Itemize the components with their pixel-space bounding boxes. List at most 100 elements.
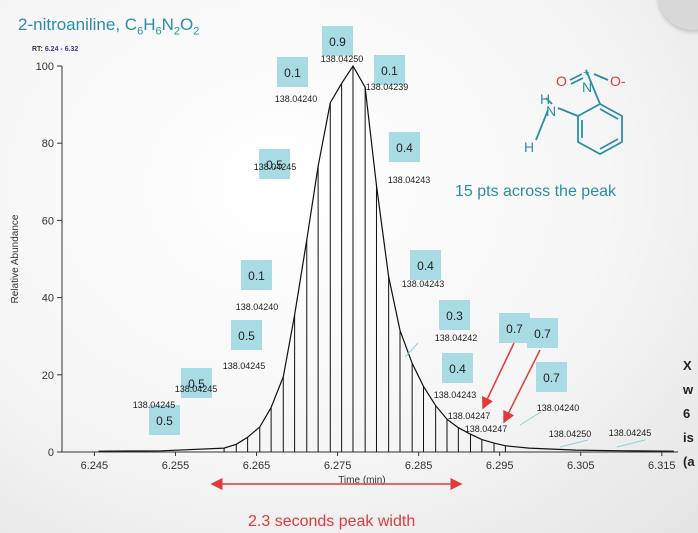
side-line: X — [683, 358, 692, 373]
ppm-box — [259, 149, 290, 179]
title-sub-2: 6 — [155, 25, 162, 38]
leader-line — [559, 439, 589, 448]
y-tick-label: 40 — [42, 293, 54, 305]
leader-line — [519, 411, 542, 426]
ppm-box — [149, 405, 180, 435]
scan-lines — [223, 66, 506, 452]
ppm-value: 0.1 — [381, 64, 398, 78]
mz-label: 138.04245 — [254, 162, 297, 172]
mz-label: 138.04240 — [537, 403, 580, 413]
x-tick-label: 6.255 — [162, 460, 190, 472]
ppm-value: 0.5 — [156, 414, 173, 428]
peak-width-note: 2.3 seconds peak width — [248, 513, 416, 530]
ppm-value: 0.4 — [449, 362, 466, 376]
title-sub-4: 2 — [193, 25, 200, 38]
ppm-box — [389, 132, 420, 162]
ppm-value: 0.4 — [396, 141, 413, 155]
ppm-value: 0.5 — [238, 329, 255, 343]
title-sub-3: 2 — [173, 25, 180, 38]
side-line: w — [683, 382, 694, 397]
ppm-box — [241, 260, 272, 290]
arrow-to-peak-1 — [482, 342, 515, 410]
points-note: 15 pts across the peak — [455, 183, 616, 200]
charge-plus: + — [583, 67, 589, 79]
mz-label: 138.04247 — [465, 424, 508, 434]
rt-value: 6.24 - 6.32 — [44, 46, 79, 53]
x-tick-label: 6.265 — [243, 460, 271, 472]
mz-label: 138.04239 — [366, 82, 409, 92]
bond-amine — [557, 107, 579, 117]
mz-label: 138.04245 — [175, 384, 218, 394]
mz-label: 138.04243 — [388, 175, 431, 185]
mz-label: 138.04240 — [236, 302, 279, 312]
side-line: 6 — [683, 406, 691, 421]
y-tick-label: 80 — [42, 138, 54, 150]
title-o: O — [180, 15, 194, 34]
ppm-box — [322, 26, 353, 56]
y-axis-label: Relative Abundance — [10, 214, 21, 303]
y-tick-label: 0 — [48, 447, 54, 459]
x-tick-label: 6.285 — [405, 460, 433, 472]
atom-n-nitro: N — [582, 79, 592, 95]
rt-range: RT: 6.24 - 6.32 — [32, 46, 78, 53]
arrow-to-peak-2 — [503, 349, 541, 424]
ppm-box — [374, 55, 405, 85]
x-tick-label: 6.295 — [486, 460, 514, 472]
ppm-value: 0.3 — [446, 309, 463, 323]
x-tick-label: 6.245 — [81, 460, 109, 472]
ppm-value: 0.5 — [266, 158, 283, 172]
ppm-box — [231, 320, 262, 350]
annotation-leaders — [404, 342, 646, 448]
ppm-box — [181, 368, 212, 398]
side-line: is — [683, 430, 694, 445]
ppm-box — [527, 318, 558, 348]
y-tick-label: 100 — [36, 61, 54, 73]
x-tick-label: 6.305 — [567, 460, 595, 472]
ppm-box — [439, 300, 470, 330]
title-h: H — [143, 15, 156, 34]
title-prefix: 2-nitroaniline, C — [18, 15, 138, 34]
mz-label: 138.04245 — [609, 428, 652, 438]
ppm-value: 0.7 — [506, 322, 523, 336]
leader-line — [404, 342, 419, 358]
x-tick-label: 6.315 — [648, 460, 676, 472]
mz-label: 138.04245 — [133, 400, 176, 410]
ppm-value: 0.4 — [417, 259, 434, 273]
title-sub-1: 6 — [137, 25, 144, 38]
ppm-value: 0.1 — [248, 269, 265, 283]
molecule-structure: O O- N + H N H — [524, 67, 626, 156]
arrows — [210, 342, 541, 490]
atom-n-amine: N — [546, 103, 556, 119]
ppm-box — [277, 57, 308, 87]
chromatogram-trace — [98, 64, 674, 452]
mz-label: 138.04245 — [223, 361, 266, 371]
mz-label: 138.04242 — [435, 333, 478, 343]
mz-label: 138.04243 — [402, 279, 445, 289]
ppm-box — [499, 313, 530, 343]
mz-label: 138.04247 — [448, 411, 491, 421]
atom-o-left: O — [556, 73, 567, 89]
atom-h-top: H — [540, 91, 550, 107]
ppm-value: 0.9 — [329, 35, 346, 49]
mz-label: 138.04240 — [275, 94, 318, 104]
annotations: 0.9138.042500.1138.042400.1138.042390.51… — [133, 26, 652, 439]
rt-label: RT: — [32, 46, 43, 53]
ppm-box — [442, 353, 473, 383]
leader-line — [616, 439, 646, 448]
x-tick-label: 6.275 — [324, 460, 352, 472]
atom-h-bottom: H — [524, 139, 534, 155]
y-tick-label: 20 — [42, 370, 54, 382]
mz-label: 138.04243 — [434, 390, 477, 400]
ppm-value: 0.1 — [284, 66, 301, 80]
ppm-value: 0.5 — [188, 377, 205, 391]
ppm-box — [410, 250, 441, 280]
benzene-ring — [577, 102, 623, 156]
ppm-value: 0.7 — [543, 371, 560, 385]
mz-label: 138.04250 — [321, 54, 364, 64]
mz-label: 138.04250 — [549, 429, 592, 439]
bond-n-nitro — [585, 69, 601, 105]
ppm-box — [536, 362, 567, 392]
